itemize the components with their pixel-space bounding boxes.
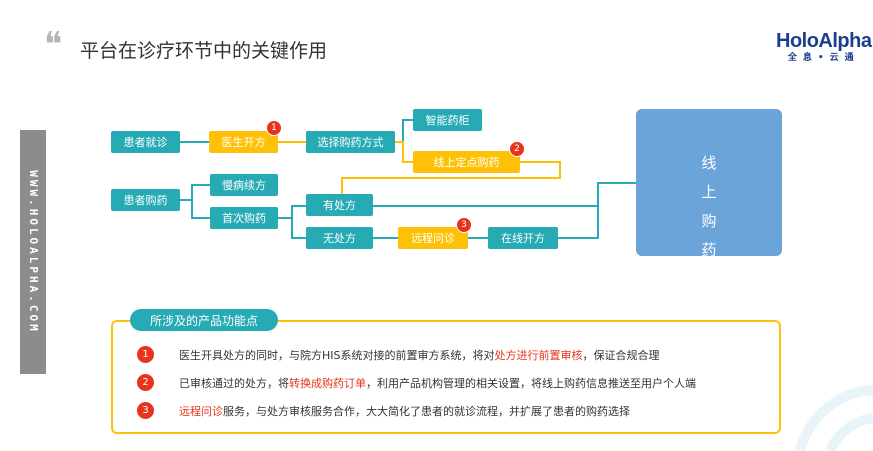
side-bar [20, 130, 46, 374]
page-title: 平台在诊疗环节中的关键作用 [80, 40, 328, 62]
node-choose-method: 选择购药方式 [306, 131, 395, 153]
big-char-1: 线 [701, 154, 717, 172]
feature-num-1: 1 [137, 346, 154, 363]
watermark-arcs [795, 385, 873, 451]
badge-2: 2 [509, 141, 525, 157]
logo-main: HoloAlpha [776, 30, 872, 52]
feature-panel-title: 所涉及的产品功能点 [130, 309, 278, 331]
node-online-prescribe: 在线开方 [488, 227, 558, 249]
node-smart-cabinet: 智能药柜 [413, 109, 482, 131]
node-chronic-renewal: 慢病续方 [210, 174, 278, 196]
feature-text-post: 服务，与处方审核服务合作，大大简化了患者的就诊流程，并扩展了患者的购药选择 [223, 404, 630, 418]
feature-text-pre: 医生开具处方的同时，与院方HIS系统对接的前置审方系统，将对 [179, 348, 495, 362]
feature-item-2: 2 已审核通过的处方，将转换成购药订单，利用产品机构管理的相关设置，将线上购药信… [137, 374, 696, 391]
logo: HoloAlpha 全息•云通 [776, 30, 872, 64]
node-remote-consult: 远程问诊 [398, 227, 468, 249]
node-no-prescription: 无处方 [306, 227, 373, 249]
badge-3: 3 [456, 217, 472, 233]
feature-item-3: 3 远程问诊服务，与处方审核服务合作，大大简化了患者的就诊流程，并扩展了患者的购… [137, 402, 630, 419]
node-patient-buy: 患者购药 [111, 189, 180, 211]
node-online-pharmacy: 线上定点购药 [413, 151, 520, 173]
feature-text-highlight: 转换成购药订单 [289, 376, 366, 390]
node-with-prescription: 有处方 [306, 194, 373, 216]
feature-text-highlight: 远程问诊 [179, 404, 223, 418]
feature-text-highlight: 处方进行前置审核 [494, 348, 583, 362]
feature-num-2: 2 [137, 374, 154, 391]
feature-text-post: ，利用产品机构管理的相关设置，将线上购药信息推送至用户个人端 [366, 376, 696, 390]
feature-item-1: 1 医生开具处方的同时，与院方HIS系统对接的前置审方系统，将对处方进行前置审核… [137, 346, 660, 363]
feature-text-post: ，保证合规合理 [582, 348, 660, 362]
feature-text-pre: 已审核通过的处方，将 [179, 376, 289, 390]
quote-mark-icon: ❝ [44, 25, 62, 65]
node-first-buy: 首次购药 [210, 207, 278, 229]
logo-sub: 全息•云通 [787, 53, 860, 63]
big-char-2: 上 [701, 183, 717, 201]
node-doctor-prescribe: 医生开方 [209, 131, 278, 153]
big-char-3: 购 [701, 212, 717, 230]
node-online-purchase: 线 上 购 药 [636, 109, 782, 256]
big-char-4: 药 [701, 241, 717, 256]
badge-1: 1 [266, 120, 282, 136]
feature-panel [111, 320, 781, 434]
node-patient-visit: 患者就诊 [111, 131, 180, 153]
feature-num-3: 3 [137, 402, 154, 419]
